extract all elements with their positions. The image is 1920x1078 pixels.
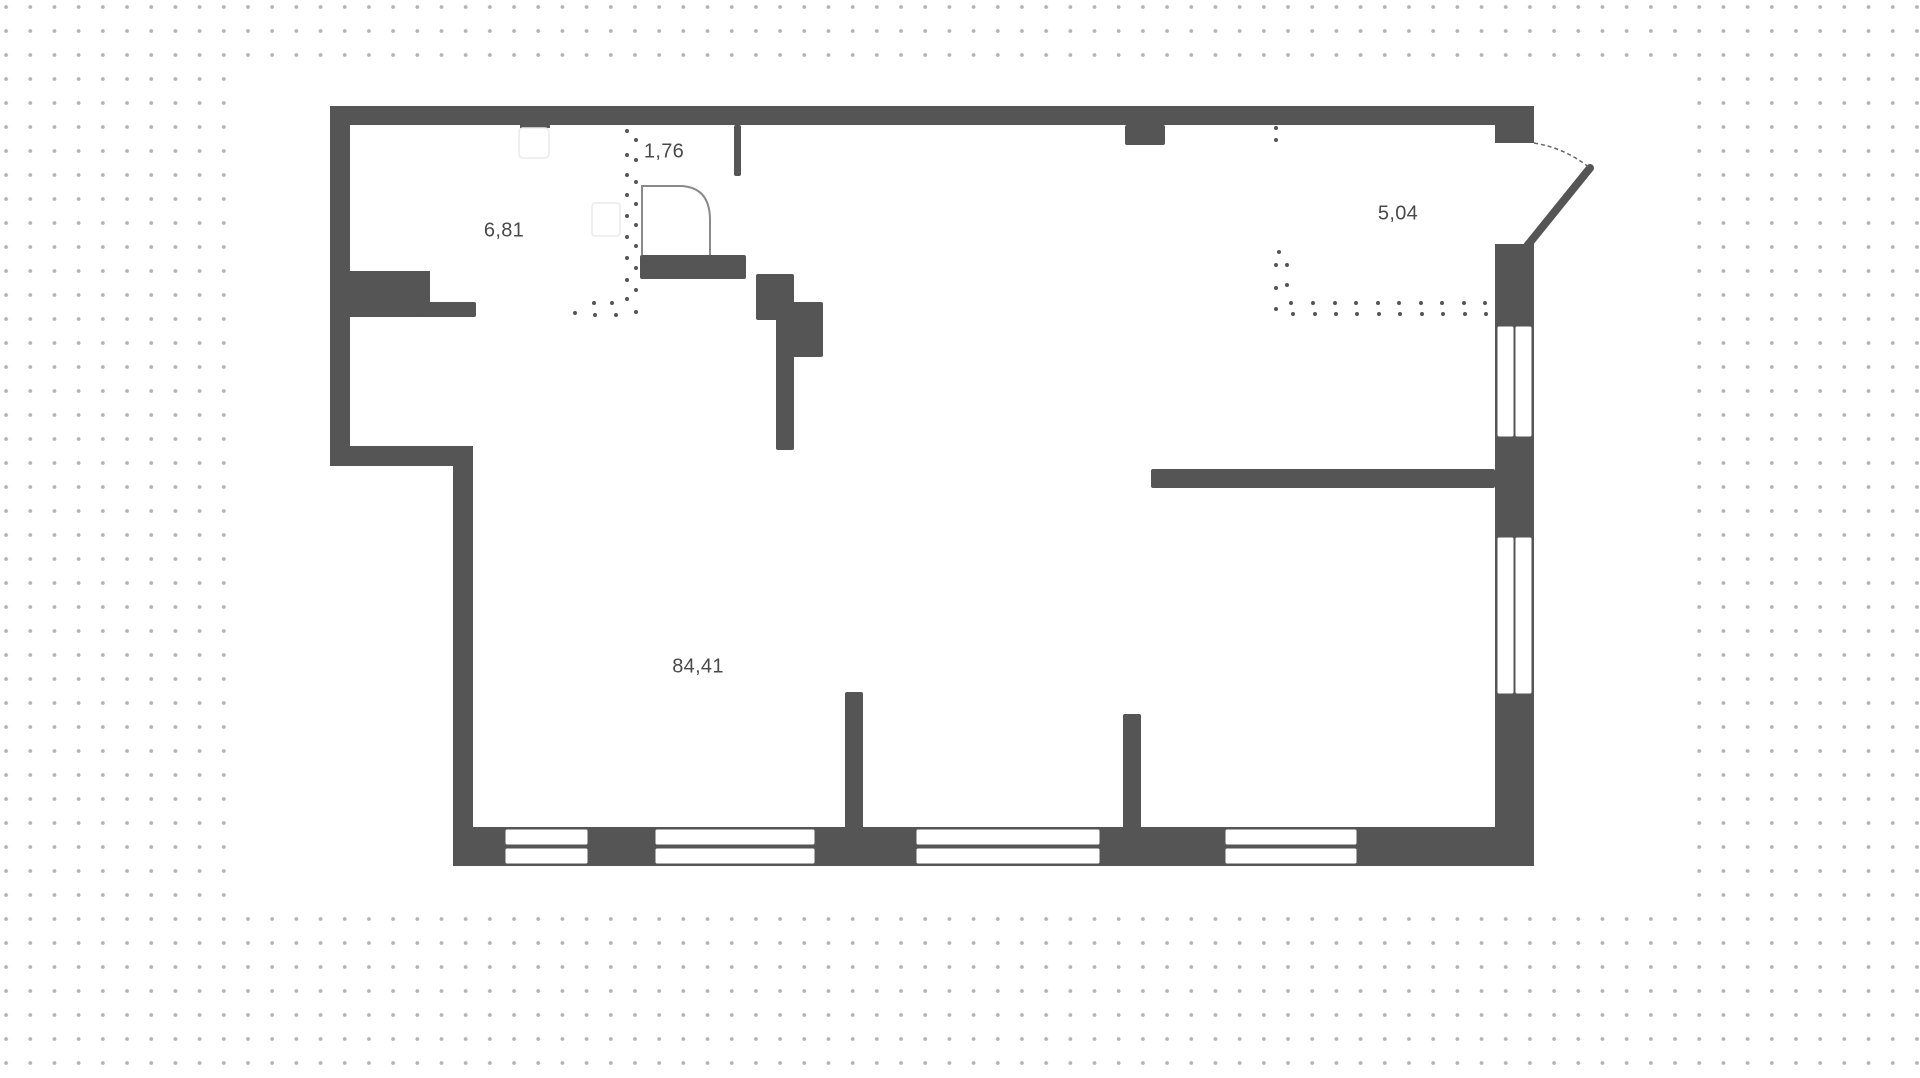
left-step-wall (330, 446, 473, 466)
window (504, 847, 589, 865)
area-label-shower: 1,76 (643, 140, 685, 163)
shower-tray (641, 185, 711, 255)
window (1224, 828, 1358, 846)
window (654, 847, 816, 865)
window (915, 847, 1101, 865)
bottom-partition-right (1123, 714, 1141, 832)
left-wall (330, 106, 350, 466)
window (1224, 847, 1358, 865)
lower-left-wall (453, 446, 473, 866)
area-label-bathroom: 6,81 (483, 219, 525, 242)
window (1496, 536, 1515, 695)
window (1514, 325, 1533, 438)
window (1496, 325, 1515, 438)
window (504, 828, 589, 846)
toilet-outline (591, 202, 621, 237)
shower-partition (734, 125, 741, 176)
area-label-main-hall: 84,41 (672, 655, 724, 678)
right-wall-top (1495, 106, 1534, 143)
column-stem (776, 320, 794, 450)
top-fixture-mount (520, 125, 550, 128)
shower-shelf (640, 255, 746, 279)
dotted-divider-storage (1274, 126, 1488, 316)
sink-outline (518, 127, 550, 159)
bottom-partition-left (845, 692, 863, 832)
door-swing-arc (1533, 142, 1591, 169)
top-wall (330, 106, 1534, 125)
windows-right (1496, 325, 1533, 695)
door-leaf (1523, 164, 1594, 250)
dotted-divider-bathroom (573, 129, 638, 317)
top-pillar (1125, 125, 1165, 145)
window (654, 828, 816, 846)
fixtures (518, 127, 621, 237)
window (915, 828, 1101, 846)
right-partition (1151, 469, 1495, 488)
windows-bottom (504, 828, 1358, 865)
left-notch-block (350, 271, 430, 317)
left-ledge (420, 302, 476, 317)
area-label-storage: 5,04 (1377, 202, 1419, 225)
window (1514, 536, 1533, 695)
